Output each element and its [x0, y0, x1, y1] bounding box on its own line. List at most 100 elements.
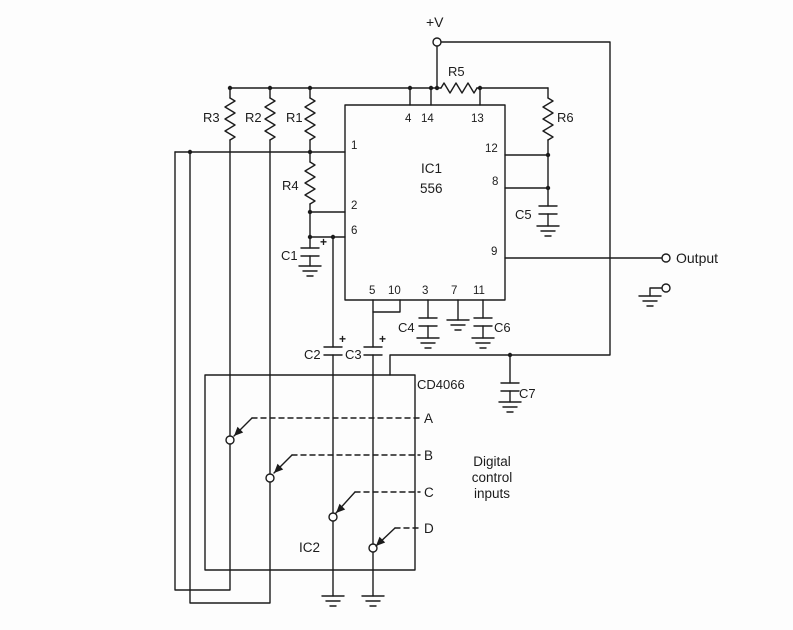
- ic1-body: [344, 104, 506, 301]
- c5-label: C5: [515, 207, 532, 222]
- supply-label: +V: [426, 14, 444, 30]
- ic1-pin7-label: 7: [451, 285, 457, 297]
- wires: [174, 41, 663, 604]
- labels: +V Output R3 R2 R1 R4 R5 R6 C1 C2 C3 C4 …: [203, 14, 718, 555]
- c7-label: C7: [519, 386, 536, 401]
- capacitor-c7: [500, 382, 520, 392]
- switch4-contact: [368, 543, 378, 553]
- switch2-arrow-icon: [274, 463, 284, 473]
- resistor-r3: [224, 97, 236, 141]
- ic2-switches: [225, 417, 421, 553]
- c4-label: C4: [398, 320, 415, 335]
- junction-dot: [307, 234, 313, 240]
- junction-dot: [477, 85, 483, 91]
- junction-dot: [227, 85, 233, 91]
- ic2-part-label: CD4066: [417, 377, 465, 392]
- junction-dot: [267, 85, 273, 91]
- c3-polarity-mark: +: [379, 332, 386, 346]
- capacitor-c4: [418, 317, 438, 327]
- r3-label: R3: [203, 110, 220, 125]
- c2-label: C2: [304, 347, 321, 362]
- capacitors: [300, 205, 558, 392]
- resistor-r5: [440, 82, 478, 94]
- r4-label: R4: [282, 178, 299, 193]
- ground-c5-icon: [536, 225, 560, 237]
- resistor-r6: [542, 97, 554, 141]
- ic1-pin11-label: 11: [473, 285, 485, 297]
- r5-label: R5: [448, 64, 465, 79]
- output-terminal: [661, 253, 671, 263]
- switch3-arrow-icon: [336, 503, 346, 513]
- c3-label: C3: [345, 347, 362, 362]
- ground-pin7-icon: [446, 319, 470, 331]
- ic1-pin5-label: 5: [369, 285, 375, 297]
- ic2-body: [204, 374, 416, 571]
- r2-label: R2: [245, 110, 262, 125]
- junction-dot: [507, 352, 513, 358]
- switch4-arrow-icon: [376, 536, 386, 546]
- ic1-pin9-label: 9: [491, 246, 497, 258]
- ground-output-icon: [638, 295, 662, 307]
- switch2-contact: [265, 473, 275, 483]
- supply-right-feed-wire: [389, 41, 611, 376]
- switch1-contact: [225, 435, 235, 445]
- capacitor-c6: [473, 317, 493, 327]
- control-c-label: C: [424, 485, 434, 500]
- ground-c6-icon: [471, 337, 495, 349]
- output-return-terminal: [661, 283, 671, 293]
- output-return-wire: [649, 287, 663, 297]
- capacitor-c2: [323, 346, 343, 356]
- r1-label: R1: [286, 110, 303, 125]
- control-b-label: B: [424, 448, 433, 463]
- ic1-pin3-label: 3: [422, 285, 428, 297]
- caption-line-1: Digital: [473, 454, 511, 469]
- junction-dot: [307, 149, 313, 155]
- switch2-return-wire: [189, 151, 271, 604]
- ic1-pin12-label: 12: [485, 143, 498, 155]
- supply-terminal: [432, 37, 442, 47]
- caption-line-3: inputs: [474, 486, 510, 501]
- junction-dots: [187, 85, 551, 358]
- ic1-pin2-label: 2: [351, 200, 357, 212]
- resistor-r4: [304, 161, 316, 205]
- switch1-return-wire: [174, 151, 231, 591]
- ground-switch3-icon: [321, 595, 345, 607]
- junction-dot: [428, 85, 434, 91]
- ic1-part-label: 556: [420, 181, 443, 196]
- ic1-pin13-label: 13: [471, 113, 484, 125]
- ic1-name-label: IC1: [421, 161, 442, 176]
- c2-polarity-mark: +: [339, 332, 346, 346]
- c1-label: C1: [281, 248, 298, 263]
- capacitor-c5: [538, 205, 558, 215]
- r6-label: R6: [557, 110, 574, 125]
- output-label: Output: [676, 250, 718, 266]
- junction-dot: [330, 234, 336, 240]
- ground-c7-icon: [498, 401, 522, 413]
- c6-label: C6: [494, 320, 511, 335]
- junction-dot: [307, 209, 313, 215]
- resistor-r1: [304, 97, 316, 141]
- c1-polarity-mark: +: [320, 235, 327, 249]
- resistors: [224, 82, 554, 205]
- junction-dot: [545, 185, 551, 191]
- ic1-pin6-label: 6: [351, 225, 357, 237]
- ic1-pin1-label: 1: [351, 140, 357, 152]
- ground-c4-icon: [416, 337, 440, 349]
- capacitor-c3: [363, 346, 383, 356]
- ic1-pin10-label: 10: [388, 285, 401, 297]
- junction-dot: [545, 152, 551, 158]
- capacitor-c1: [300, 247, 320, 257]
- junction-dot: [407, 85, 413, 91]
- pin5-pin10-bracket: [372, 299, 401, 313]
- resistor-r2: [264, 97, 276, 141]
- ic1-pin8-label: 8: [492, 176, 498, 188]
- junction-dot: [307, 85, 313, 91]
- circuit: +V Output R3 R2 R1 R4 R5 R6 C1 C2 C3 C4 …: [174, 14, 718, 607]
- junction-dot: [187, 149, 193, 155]
- ic2-name-label: IC2: [299, 540, 320, 555]
- control-a-label: A: [424, 411, 433, 426]
- ground-c1-icon: [298, 265, 322, 277]
- switch1-arrow-icon: [234, 426, 244, 436]
- ground-switch4-icon: [361, 595, 385, 607]
